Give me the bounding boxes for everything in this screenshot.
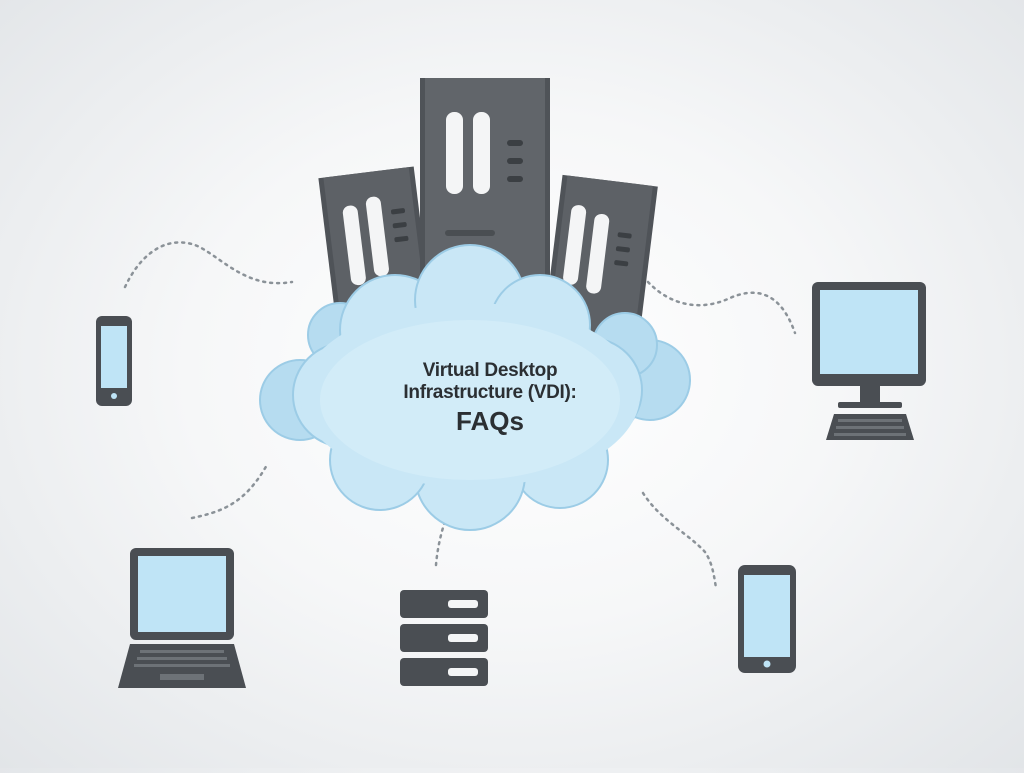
tablet-icon bbox=[738, 565, 796, 673]
connector-laptop bbox=[190, 461, 270, 520]
cloud-icon bbox=[259, 244, 691, 531]
laptop-icon bbox=[118, 548, 246, 688]
connector-desktop bbox=[646, 280, 797, 335]
rack-server-icon bbox=[400, 590, 488, 686]
title-faq: FAQs bbox=[456, 406, 524, 436]
connector-tablet bbox=[641, 491, 718, 590]
smartphone-icon bbox=[96, 316, 132, 406]
title-line-1: Virtual Desktop bbox=[422, 360, 558, 381]
title-line-2: Infrastructure (VDI): bbox=[403, 382, 577, 403]
connector-phone bbox=[123, 241, 294, 289]
cloud-title: Virtual Desktop Infrastructure (VDI): FA… bbox=[360, 360, 620, 436]
desktop-monitor-icon bbox=[812, 282, 926, 440]
